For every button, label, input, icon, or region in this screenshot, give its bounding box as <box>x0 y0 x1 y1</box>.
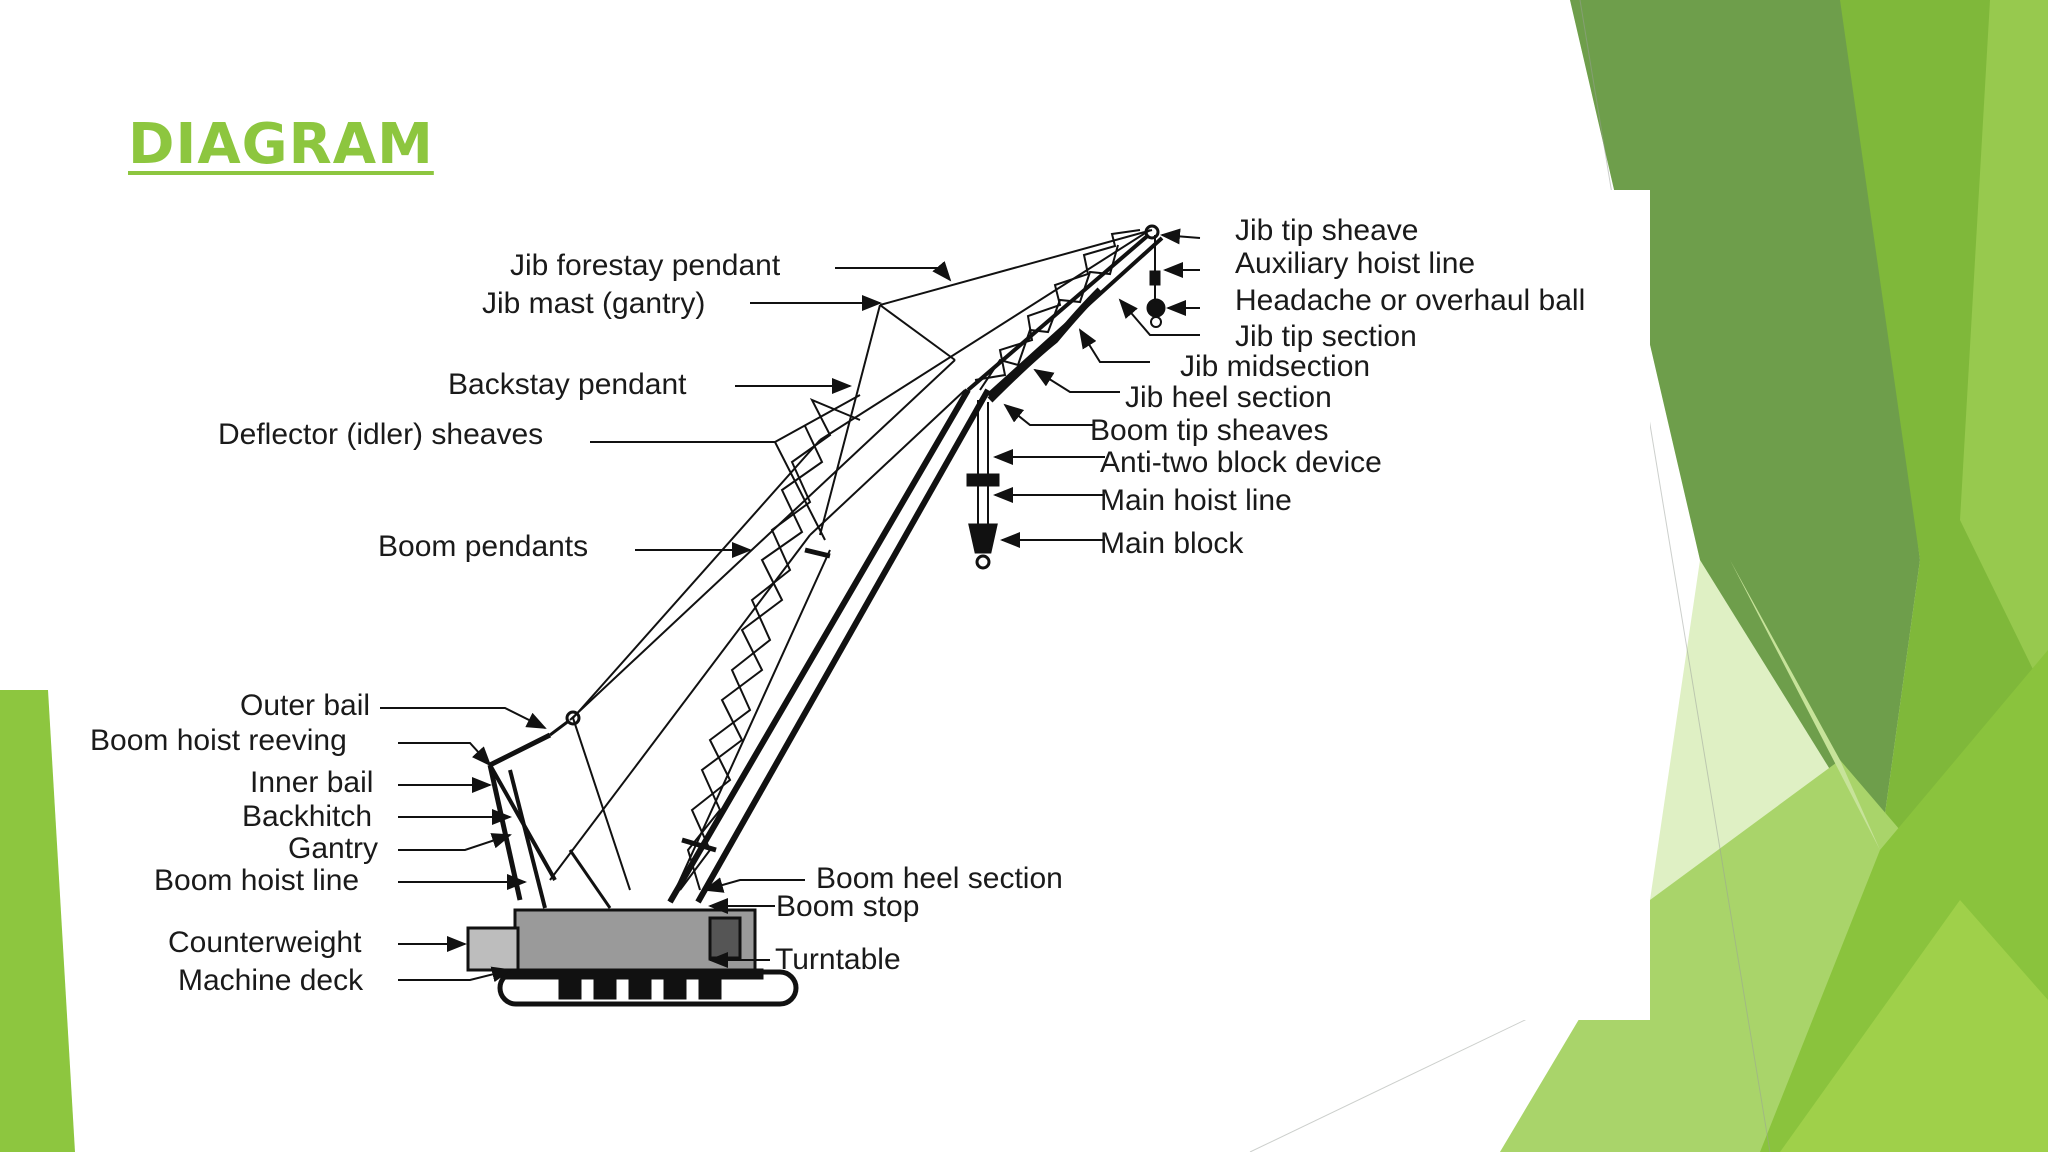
pendants-and-lines <box>549 229 1153 903</box>
label-turntable: Turntable <box>775 943 901 976</box>
label-machine-deck: Machine deck <box>178 964 364 997</box>
label-outer-bail: Outer bail <box>240 689 370 722</box>
label-counterweight: Counterweight <box>168 926 362 959</box>
label-main-block: Main block <box>1100 527 1244 560</box>
label-backhitch: Backhitch <box>242 800 372 833</box>
crawler-tracks <box>497 969 799 1007</box>
counterweight <box>466 926 520 972</box>
label-jib-tip-sheave: Jib tip sheave <box>1235 214 1418 247</box>
cab <box>708 916 742 960</box>
label-auxiliary-hoist-line: Auxiliary hoist line <box>1235 247 1475 280</box>
labels-right: Jib tip sheave Auxiliary hoist line Head… <box>1090 214 1585 560</box>
label-boom-pendants: Boom pendants <box>378 530 588 563</box>
label-jib-tip-section: Jib tip section <box>1235 320 1417 353</box>
label-jib-mast: Jib mast (gantry) <box>482 287 705 320</box>
crane-diagram-drawing: Jib tip sheave Auxiliary hoist line Head… <box>90 214 1585 1007</box>
leader-lines-right <box>993 228 1201 548</box>
label-anti-two-block: Anti-two block device <box>1100 446 1382 479</box>
label-gantry: Gantry <box>288 832 378 865</box>
label-deflector-sheaves: Deflector (idler) sheaves <box>218 418 543 451</box>
label-boom-hoist-reeving: Boom hoist reeving <box>90 724 347 757</box>
label-backstay-pendant: Backstay pendant <box>448 368 687 401</box>
label-jib-midsection: Jib midsection <box>1180 350 1370 383</box>
label-jib-heel-section: Jib heel section <box>1125 381 1332 414</box>
boom-lattice <box>667 388 991 904</box>
crane-structure <box>466 224 1166 1007</box>
label-inner-bail: Inner bail <box>250 766 373 799</box>
label-main-hoist-line: Main hoist line <box>1100 484 1292 517</box>
crane-diagram: Jib tip sheave Auxiliary hoist line Head… <box>70 190 1650 1020</box>
label-boom-stop: Boom stop <box>776 890 919 923</box>
slide-title: DIAGRAM <box>128 112 434 177</box>
auxiliary-hoist <box>1146 235 1166 328</box>
labels-left: Jib forestay pendant Jib mast (gantry) B… <box>90 249 1063 997</box>
label-jib-forestay-pendant: Jib forestay pendant <box>510 249 781 282</box>
label-boom-heel-section: Boom heel section <box>816 862 1063 895</box>
label-boom-hoist-line: Boom hoist line <box>154 864 359 897</box>
leader-lines-left <box>380 261 952 983</box>
main-hoist <box>966 400 1000 570</box>
label-headache-ball: Headache or overhaul ball <box>1235 284 1585 317</box>
jib-lattice <box>966 224 1164 403</box>
label-boom-tip-sheaves: Boom tip sheaves <box>1090 414 1328 447</box>
